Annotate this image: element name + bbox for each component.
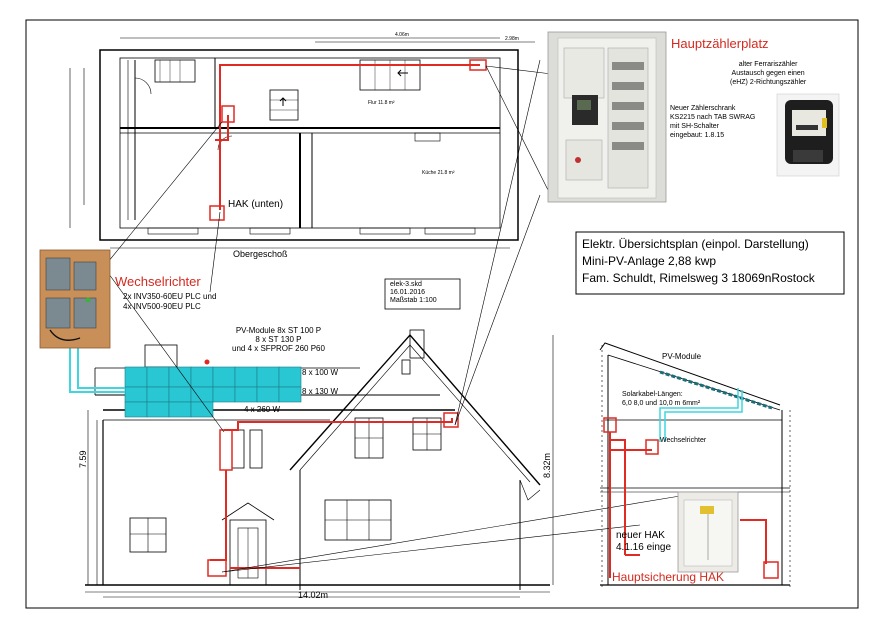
pv-row-label-2: 8 x 130 W	[302, 387, 339, 396]
height-left-dimension: 7.59	[78, 450, 88, 468]
inverter-title: Wechselrichter	[115, 274, 201, 289]
inverter-lines: 2x INV350-60EU PLC und 4x INV500-90EU PL…	[123, 292, 216, 312]
floorplan-wiring	[209, 59, 487, 221]
side-pv-line	[659, 370, 773, 410]
height-right-dimension: 8.32m	[542, 452, 552, 478]
cable-length-line: Solarkabel-Längen:	[622, 391, 683, 398]
floor-plan	[69, 37, 535, 249]
file-name: elek-3.skd	[390, 281, 422, 288]
pv-row-label-1: 8 x 100 W	[302, 368, 339, 377]
old-meter-note-line: Austausch gegen einen	[731, 70, 805, 77]
overview-line-1: Elektr. Übersichtsplan (einpol. Darstell…	[582, 237, 809, 251]
sheet-border	[25, 19, 859, 609]
old-meter-note: alter Ferrariszähler Austausch gegen ein…	[730, 60, 806, 87]
inverter-line: 4x INV500-90EU PLC	[123, 302, 201, 311]
file-info-box	[384, 278, 461, 310]
side-pv-label: PV-Module	[662, 352, 702, 361]
old-meter-note-line: (eHZ) 2-Richtungszähler	[730, 79, 807, 86]
floorplan-caption: Obergeschoß	[233, 249, 288, 259]
elevation-wiring	[207, 412, 459, 577]
dimension-texts: 4.06m 2.98m Flur 11.8 m² Küche 21.8 m²	[368, 32, 519, 176]
svg-text:4.06m: 4.06m	[395, 32, 409, 38]
overview-text: Elektr. Übersichtsplan (einpol. Darstell…	[582, 236, 815, 287]
feed-point-marker	[204, 359, 210, 365]
svg-text:2.98m: 2.98m	[505, 36, 519, 42]
cabinet-note-line: eingebaut: 1.8.15	[670, 132, 725, 139]
new-hak-line: neuer HAK	[616, 530, 665, 541]
overview-line-3: Fam. Schuldt, Rimelsweg 3 18069nRostock	[582, 271, 815, 285]
side-inverter-label: Wechselrichter	[660, 437, 707, 444]
inverter-line: 2x INV350-60EU PLC und	[123, 292, 217, 301]
overview-box	[575, 231, 845, 295]
pv-heading-line: und 4 x SFPROF 260 P60	[232, 344, 325, 353]
new-hak-label: neuer HAK 4.1.16 einge	[616, 530, 671, 554]
house-elevation	[85, 329, 554, 598]
leader-lines	[105, 59, 681, 573]
hak-photo	[677, 491, 739, 573]
main-fuse-title: Hauptsicherung HAK	[612, 570, 725, 584]
new-hak-line: 4.1.16 einge	[616, 542, 672, 553]
cabinet-note: Neuer Zählerschrank KS2215 nach TAB SWRA…	[670, 104, 755, 140]
inverter-photo	[39, 249, 111, 349]
solar-cable-left	[69, 348, 125, 393]
pv-modules-heading: PV-Module 8x ST 100 P 8 x ST 130 P und 4…	[232, 326, 325, 353]
cable-length-line: 6,0 8,0 und 10,0 m 6mm²	[622, 400, 701, 407]
total-width-dimension: 14.02m	[298, 590, 329, 600]
file-info: elek-3.skd 16.01.2016 Maßstab 1:100	[390, 281, 437, 305]
old-meter-note-line: alter Ferrariszähler	[738, 61, 798, 68]
cabinet-note-line: KS2215 nach TAB SWRAG	[670, 114, 756, 121]
file-scale: Maßstab 1:100	[390, 297, 437, 304]
cabinet-note-line: Neuer Zählerschrank	[670, 105, 736, 112]
meter-cabinet-photo	[547, 31, 667, 203]
pv-heading-line: PV-Module 8x ST 100 P	[235, 326, 322, 335]
pv-array	[124, 366, 302, 418]
cable-lengths: Solarkabel-Längen: 6,0 8,0 und 10,0 m 6m…	[622, 390, 700, 408]
side-solar-cable	[659, 388, 743, 442]
svg-text:Küche 21.8 m²: Küche 21.8 m²	[422, 170, 455, 176]
side-section	[599, 342, 791, 590]
cabinet-note-line: mit SH-Schalter	[670, 123, 720, 130]
pv-row-label-3: 4 x 260 W	[244, 405, 281, 414]
file-date: 16.01.2016	[390, 289, 426, 296]
hak-upper-label: HAK (unten)	[228, 199, 284, 210]
old-meter-photo	[776, 93, 840, 177]
svg-text:Flur 11.8 m²: Flur 11.8 m²	[368, 100, 395, 106]
meter-place-title: Hauptzählerplatz	[671, 36, 769, 51]
pv-heading-line: 8 x ST 130 P	[255, 335, 302, 344]
overview-line-2: Mini-PV-Anlage 2,88 kwp	[582, 254, 717, 268]
side-wiring	[603, 417, 779, 579]
